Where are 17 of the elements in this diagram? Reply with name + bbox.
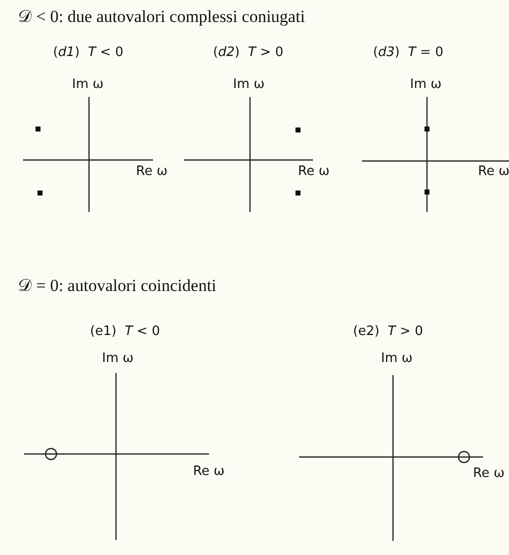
heading: 𝒟 = 0: autovalori coincidenti (18, 277, 216, 296)
axis-label: Re ω (473, 467, 504, 482)
axis-label: Im ω (410, 78, 442, 92)
axis-label: Re ω (193, 465, 224, 480)
heading: 𝒟 < 0: due autovalori complessi coniugati (18, 8, 306, 27)
axis-label: Im ω (233, 78, 265, 92)
axis-label: Re ω (298, 165, 330, 180)
axis-label: Im ω (381, 352, 413, 366)
panel-label: (e2) T > 0 (353, 325, 424, 340)
panel-label: (d3) T = 0 (373, 46, 444, 60)
axis-label: Im ω (72, 78, 104, 92)
axis-label: Im ω (102, 352, 134, 366)
axis-label: Re ω (136, 165, 168, 180)
panel-label: (d2) T > 0 (213, 46, 284, 60)
panel-label: (e1) T < 0 (90, 325, 160, 340)
axis-label: Re ω (478, 165, 509, 180)
panel-label: (d1) T < 0 (53, 46, 124, 60)
